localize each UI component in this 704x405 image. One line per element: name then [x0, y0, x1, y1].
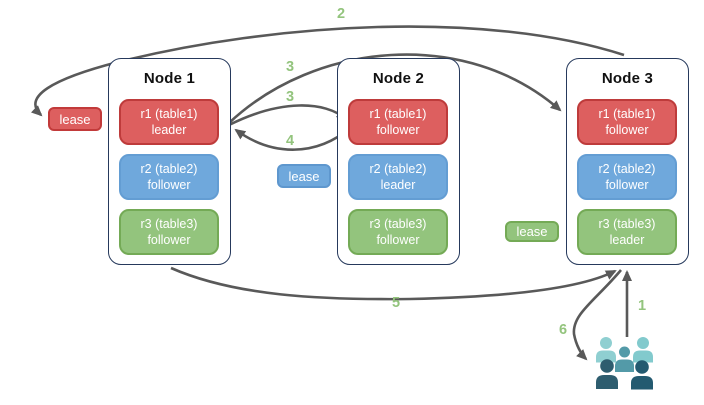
node2-replica-r3-follower: r3 (table3) follower — [348, 209, 448, 255]
node-1-title: Node 1 — [143, 70, 196, 87]
replica-id: r1 (table1) — [369, 106, 427, 121]
arrow-step-6-node3-to-users — [572, 269, 622, 361]
lease-badge-r1: lease — [48, 107, 102, 131]
step-label-3a: 3 — [285, 59, 295, 75]
node-3-container: Node 3 r1 (table1) follower r2 (table2) … — [566, 58, 689, 265]
node1-replica-r2-follower: r2 (table2) follower — [119, 154, 219, 200]
replica-id: r3 (table3) — [369, 216, 427, 231]
replica-id: r2 (table2) — [598, 161, 656, 176]
arrow-step-5-node1-to-node3 — [170, 266, 617, 301]
arrow-step-2-node3-to-lease — [31, 25, 625, 117]
node-3-title: Node 3 — [601, 70, 654, 87]
node2-replica-r2-leader: r2 (table2) leader — [348, 154, 448, 200]
replica-role: leader — [151, 123, 187, 137]
replica-role: leader — [609, 233, 645, 247]
replica-role: follower — [376, 233, 420, 247]
replica-role: follower — [605, 178, 649, 192]
replica-id: r3 (table3) — [140, 216, 198, 231]
replica-id: r3 (table3) — [598, 216, 656, 231]
node3-replica-r3-leader: r3 (table3) leader — [577, 209, 677, 255]
replica-role: follower — [147, 233, 191, 247]
node1-replica-r3-follower: r3 (table3) follower — [119, 209, 219, 255]
replica-role: leader — [380, 178, 416, 192]
replica-id: r1 (table1) — [140, 106, 198, 121]
lease-badge-r3: lease — [505, 221, 559, 242]
node-2-container: Node 2 r1 (table1) follower r2 (table2) … — [337, 58, 460, 265]
node3-replica-r2-follower: r2 (table2) follower — [577, 154, 677, 200]
replica-id: r2 (table2) — [369, 161, 427, 176]
node1-replica-r1-leader: r1 (table1) leader — [119, 99, 219, 145]
replica-role: follower — [376, 123, 420, 137]
step-label-3b: 3 — [285, 89, 295, 105]
step-label-6: 6 — [558, 322, 568, 338]
replica-id: r2 (table2) — [140, 161, 198, 176]
replica-id: r1 (table1) — [598, 106, 656, 121]
node3-replica-r1-follower: r1 (table1) follower — [577, 99, 677, 145]
node2-replica-r1-follower: r1 (table1) follower — [348, 99, 448, 145]
step-label-4: 4 — [285, 133, 295, 149]
replica-role: follower — [605, 123, 649, 137]
step-label-1: 1 — [637, 298, 647, 314]
node-1-container: Node 1 r1 (table1) leader r2 (table2) fo… — [108, 58, 231, 265]
node-2-title: Node 2 — [372, 70, 425, 87]
users-group-icon — [596, 337, 653, 390]
arrow-step-3-leader-to-node3 — [228, 53, 562, 124]
step-label-2: 2 — [336, 6, 346, 22]
step-label-5: 5 — [391, 295, 401, 311]
lease-badge-r2: lease — [277, 164, 331, 188]
replica-role: follower — [147, 178, 191, 192]
